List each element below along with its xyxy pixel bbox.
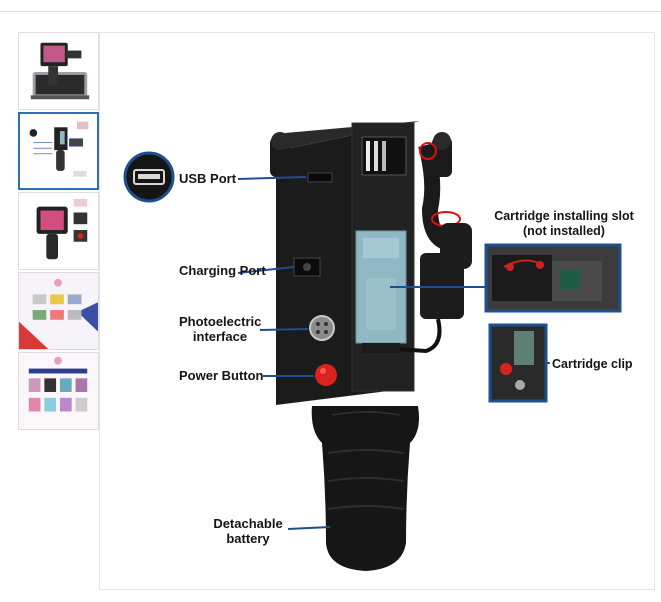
top-divider — [0, 0, 661, 12]
battery-label: Detachable battery — [213, 516, 283, 546]
usb-port — [307, 172, 333, 183]
main-product-image: USB Port Charging Port Photoelectric int… — [99, 32, 655, 590]
thumbnail-carrying-case[interactable] — [18, 32, 99, 110]
photoelectric-label: Photoelectric interface — [179, 314, 262, 344]
photoelectric-interface — [309, 315, 335, 341]
battery-handle — [311, 406, 419, 571]
printer-illustration — [123, 121, 622, 571]
thumbnail-labeled-parts[interactable] — [18, 112, 99, 190]
usb-port-label: USB Port — [179, 171, 237, 186]
cartridge-clip-label: Cartridge clip — [552, 357, 633, 371]
power-button-graphic — [315, 364, 337, 386]
thumbnail-front-screen[interactable] — [18, 192, 99, 270]
thumbnail-what-in-box[interactable] — [18, 352, 99, 430]
thumbnail-printing-samples[interactable] — [18, 272, 99, 350]
cartridge-slot-label: Cartridge installing slot (not installed… — [494, 209, 634, 238]
power-button-label: Power Button — [179, 368, 264, 383]
charging-port-label: Charging Port — [179, 263, 266, 278]
